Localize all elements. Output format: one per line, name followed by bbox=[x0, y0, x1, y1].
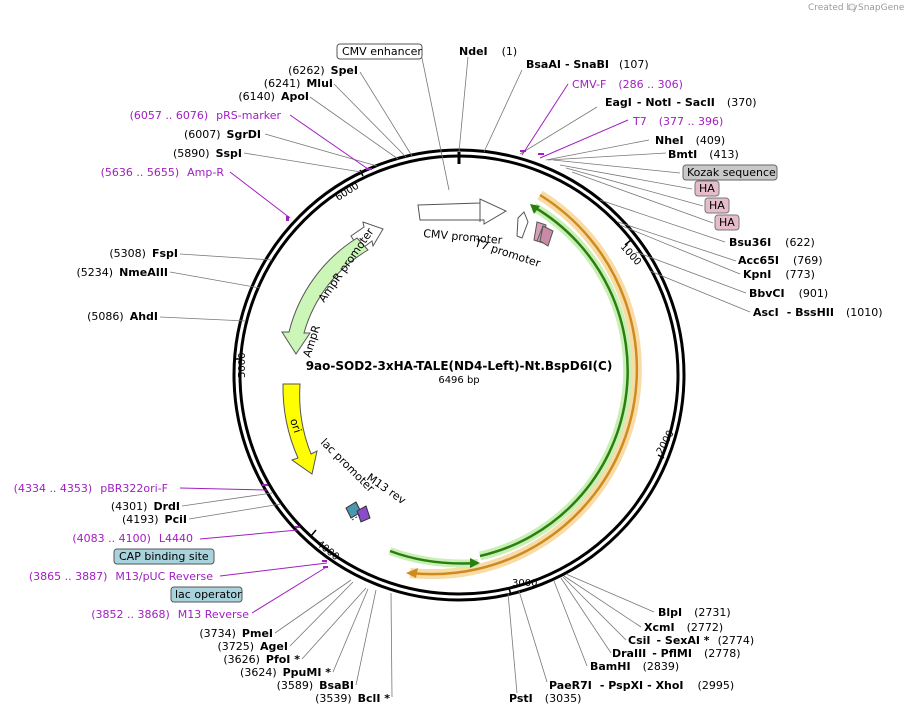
orf-green-tail bbox=[389, 549, 479, 565]
cap-binding-label: CAP binding site bbox=[119, 550, 209, 563]
ha-label-3: HA bbox=[719, 216, 735, 229]
enzyme-bmti: BmtI(413) bbox=[668, 148, 739, 161]
ha-label-2: HA bbox=[709, 199, 725, 212]
enzyme-sgrdi: (6007)SgrDI bbox=[184, 128, 261, 141]
credit-text: Created by bbox=[808, 3, 858, 13]
kozak-label: Kozak sequence bbox=[687, 166, 776, 179]
enzyme-drdi: (4301)DrdI bbox=[111, 500, 180, 513]
ori-arrow bbox=[282, 383, 318, 475]
primer-l4440: (4083 .. 4100)L4440 bbox=[72, 532, 193, 545]
ha-box-1 bbox=[694, 180, 720, 197]
kozak-box bbox=[682, 164, 778, 181]
enzyme-bsaai-snabi: BsaAI- SnaBI(107) bbox=[526, 58, 649, 71]
ha-box-2 bbox=[704, 197, 730, 214]
enzyme-kpni: KpnI(773) bbox=[743, 268, 815, 281]
cmv-enhancer-label: CMV enhancer bbox=[342, 45, 422, 58]
ha-tag-blocks bbox=[533, 221, 554, 247]
enzyme-ahdi: (5086)AhdI bbox=[87, 310, 158, 323]
enzyme-fspi: (5308)FspI bbox=[109, 247, 178, 260]
primer-marks bbox=[262, 150, 544, 568]
enzyme-bsu36i: Bsu36I(622) bbox=[729, 236, 815, 249]
primer-leaders bbox=[179, 83, 629, 614]
enzyme-asci-bsshii: AscI- BssHII(1010) bbox=[753, 306, 883, 319]
primer-m13-reverse: (3852 .. 3868)M13 Reverse bbox=[91, 608, 249, 621]
enzyme-pcii: (4193)PciI bbox=[122, 513, 187, 526]
enzyme-bcli: (3539)BclI * bbox=[315, 692, 390, 705]
enzyme-sspi: (5890)SspI bbox=[173, 147, 242, 160]
t7-promoter-label: T7 promoter bbox=[472, 236, 542, 270]
enzyme-nmeaiii: (5234)NmeAIII bbox=[77, 266, 169, 279]
enzyme-spei: (6262)SpeI bbox=[288, 64, 358, 77]
orf-green-arc bbox=[479, 205, 629, 558]
enzyme-bbvci: BbvCI(901) bbox=[749, 287, 828, 300]
ampr-arrow bbox=[281, 237, 369, 355]
tick-3000: 3000 bbox=[512, 578, 537, 589]
snapgene-logo bbox=[848, 3, 856, 11]
plasmid-length: 6496 bp bbox=[438, 375, 479, 386]
primer-prs-marker: (6057 .. 6076)pRS-marker bbox=[130, 109, 282, 122]
orf-orange-arc bbox=[409, 193, 639, 576]
enzyme-pfoi: (3626)PfoI * bbox=[223, 653, 300, 666]
enzyme-nhei: NheI(409) bbox=[655, 134, 725, 147]
lac-promoter-label: lac promoter bbox=[318, 436, 377, 495]
cmv-promoter-arrow bbox=[417, 198, 508, 225]
enzyme-apoi: (6140)ApoI bbox=[238, 90, 309, 103]
orf-green-arrowhead-end bbox=[470, 558, 480, 568]
enzyme-mlui: (6241)MluI bbox=[264, 77, 333, 90]
cmv-enhancer-box bbox=[336, 43, 423, 60]
enzyme-pmei: (3734)PmeI bbox=[199, 627, 273, 640]
orf-green-arrowhead-start bbox=[530, 204, 540, 214]
ori-label: ori bbox=[287, 417, 304, 435]
orf-orange-arrowhead bbox=[406, 568, 418, 578]
enzyme-paer7i-pspxi-xhoi: PaeR7I- PspXI- XhoI(2995) bbox=[549, 679, 734, 692]
primer-t7: T7(377 .. 396) bbox=[632, 115, 723, 128]
lac-operator-label: lac operator bbox=[175, 588, 242, 601]
enzyme-psti: PstI(3035) bbox=[509, 692, 581, 705]
enzyme-bsabi: (3589)BsaBI bbox=[277, 679, 354, 692]
tick-1000: 1000 bbox=[618, 242, 643, 268]
plasmid-name: 9ao-SOD2-3xHA-TALE(ND4-Left)-Nt.BspD6I(C… bbox=[306, 359, 613, 373]
enzyme-xcmi: XcmI(2772) bbox=[644, 621, 723, 634]
t7-promoter-arrow bbox=[516, 211, 529, 239]
enzyme-ppumi: (3624)PpuMI * bbox=[240, 666, 331, 679]
enzyme-blpi: BlpI(2731) bbox=[658, 606, 731, 619]
primer-amp-r: (5636 .. 5655)Amp-R bbox=[101, 166, 225, 179]
lac-operator-box bbox=[170, 586, 243, 603]
credit-brand: SnapGene bbox=[858, 3, 905, 13]
primer-cmv-f: CMV-F(286 .. 306) bbox=[572, 78, 683, 91]
enzyme-ndei: NdeI(1) bbox=[459, 45, 517, 58]
lac-operator-blocks bbox=[345, 501, 371, 523]
enzyme-agei: (3725)AgeI bbox=[217, 640, 288, 653]
enzyme-eagi-noti-sacii: EagI- NotI- SacII(370) bbox=[605, 96, 757, 109]
leader-lines-right bbox=[458, 56, 751, 694]
enzyme-acc65i: Acc65I(769) bbox=[738, 254, 823, 267]
primer-m13-puc-reverse: (3865 .. 3887)M13/pUC Reverse bbox=[29, 570, 213, 583]
enzyme-draiii-pflmi: DraIII- PflMI(2778) bbox=[612, 647, 741, 660]
primer-pbr322ori-f: (4334 .. 4353)pBR322ori-F bbox=[14, 482, 168, 495]
leader-lines-left bbox=[159, 57, 450, 698]
ha-box-3 bbox=[714, 214, 740, 231]
enzyme-bamhi: BamHI(2839) bbox=[590, 660, 679, 673]
enzyme-csii-sexai: CsiI- SexAI *(2774) bbox=[628, 634, 754, 647]
ha-label-1: HA bbox=[699, 182, 715, 195]
cap-binding-box bbox=[113, 548, 215, 565]
tick-5000: 5000 bbox=[237, 353, 248, 378]
